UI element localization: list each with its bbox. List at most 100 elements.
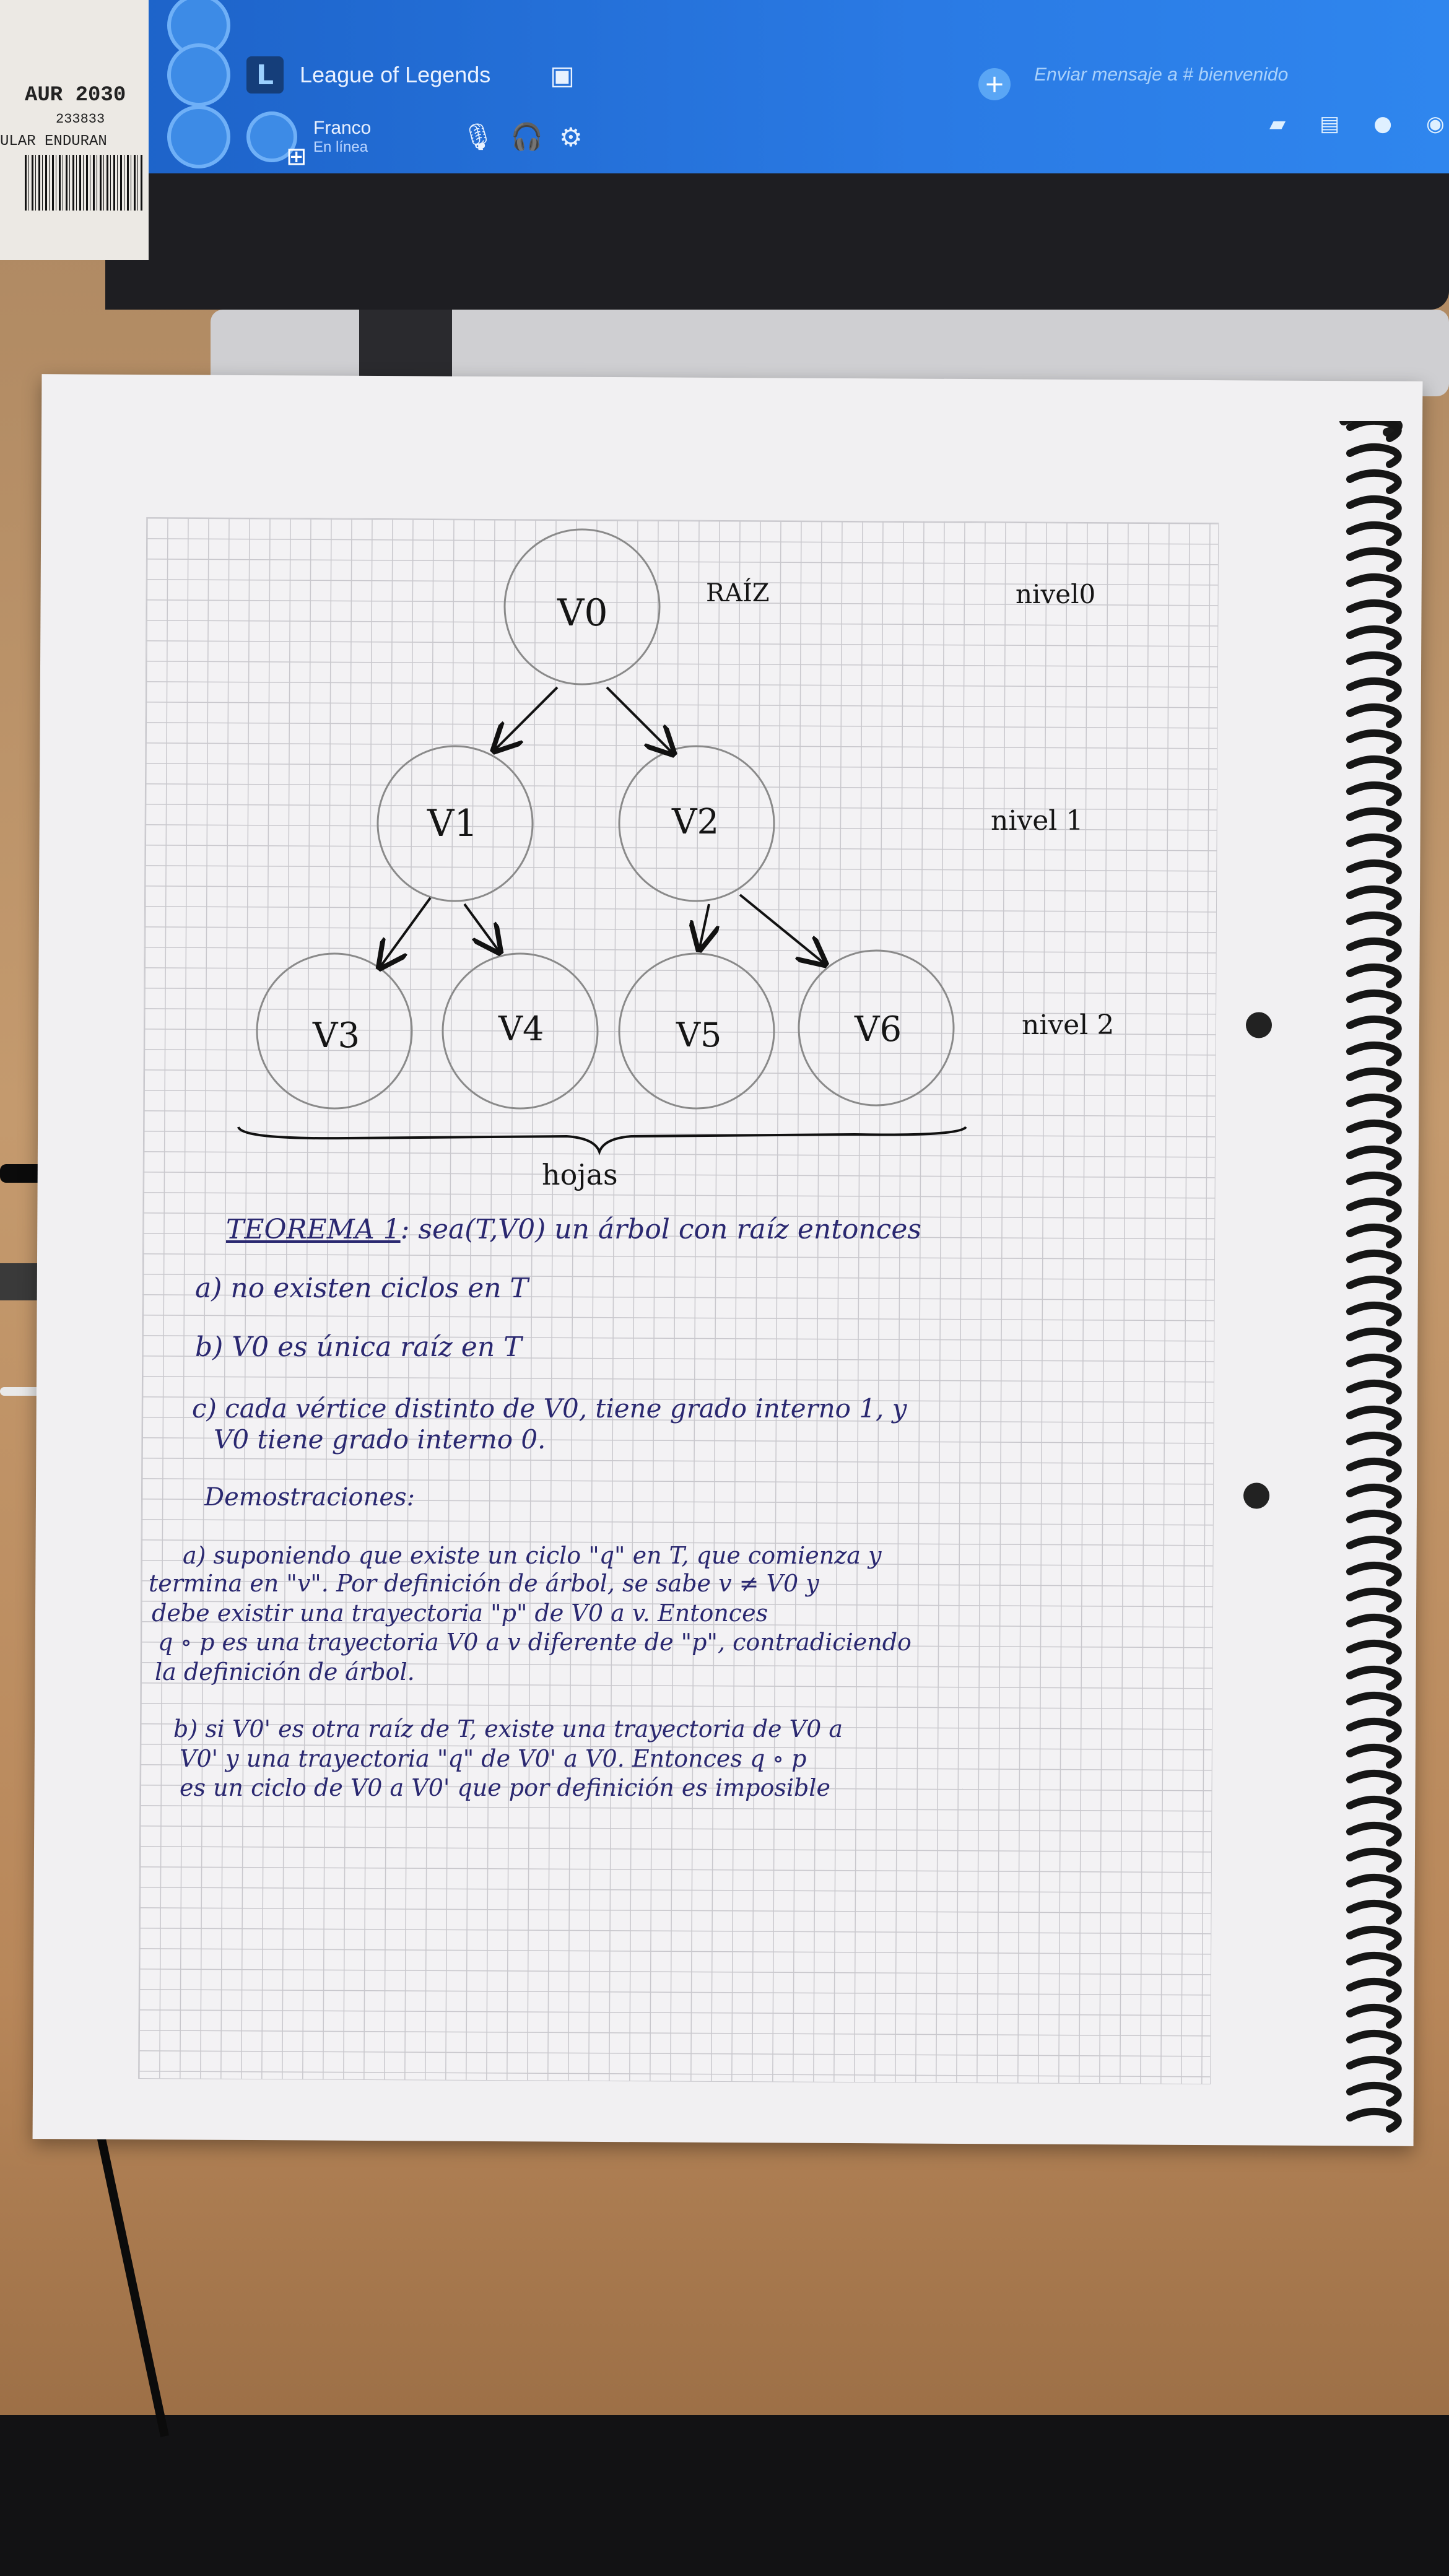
- theorem-intro: : sea(T,V0) un árbol con raíz entonces: [400, 1214, 921, 1245]
- spiral-coil: [1346, 1821, 1402, 1847]
- spiral-coil: [1346, 1717, 1402, 1743]
- node-circle-v6: [798, 949, 955, 1107]
- user-panel[interactable]: Franco En línea 🎙 🎧 ⚙: [167, 105, 583, 168]
- spiral-coil: [1346, 937, 1402, 962]
- edge-v2-v5: [700, 903, 709, 947]
- theorem-item-b: b) V0 es única raíz en T: [195, 1331, 522, 1363]
- spiral-coil: [1346, 1197, 1402, 1222]
- node-label-v5: V5: [676, 1016, 722, 1055]
- theorem-item-c-cont: V0 tiene grado interno 0.: [214, 1424, 546, 1455]
- node-label-v3: V3: [313, 1016, 360, 1056]
- proof-b-line-2: V0' y una trayectoria "q" de V0' a V0. E…: [180, 1745, 807, 1772]
- spiral-coil: [1346, 1327, 1402, 1352]
- edge-v0-v1: [495, 686, 559, 749]
- spiral-coil: [1346, 1535, 1402, 1560]
- node-circle-v4: [442, 952, 599, 1110]
- tray-icon-1[interactable]: ▰: [1269, 111, 1286, 136]
- taskbar-tray: ▰ ▤ ● ◉ ✦ ▦: [1269, 111, 1449, 136]
- spiral-coil: [1346, 2055, 1402, 2081]
- spiral-coil: [1346, 1405, 1402, 1430]
- node-circle-v0: [503, 528, 661, 685]
- tray-icon-2[interactable]: ▤: [1320, 111, 1340, 136]
- add-attachment-button[interactable]: +: [978, 68, 1011, 100]
- monitor-screen: L League of Legends ▣ Franco En línea 🎙 …: [130, 0, 1449, 173]
- spiral-coil: [1346, 1067, 1402, 1092]
- paper-receipt: AUR 2030 233833 ULAR ENDURAN: [0, 0, 149, 260]
- spiral-coil: [1346, 1691, 1402, 1717]
- spiral-coil: [1346, 521, 1402, 546]
- user-name: Franco: [313, 118, 372, 138]
- edge-v2-v6: [739, 894, 824, 963]
- spiral-coil: [1346, 1041, 1402, 1066]
- spiral-coil: [1346, 1223, 1402, 1248]
- spiral-coil: [1346, 833, 1402, 858]
- spiral-coil: [1346, 703, 1402, 728]
- monitor-icon[interactable]: ▣: [550, 59, 575, 90]
- user-avatar[interactable]: [246, 111, 297, 162]
- user-status: En línea: [313, 139, 368, 155]
- edge-v1-v3: [381, 897, 432, 966]
- usb-plug: [0, 1263, 37, 1300]
- spiral-coil: [1346, 781, 1402, 806]
- node-label-v0: V0: [557, 591, 608, 635]
- spiral-binding: [1339, 421, 1403, 2133]
- monitor-stand: [359, 310, 452, 378]
- node-circle-v2: [618, 745, 775, 902]
- level-2-label: nivel 2: [1022, 1009, 1115, 1041]
- spiral-coil: [1346, 2081, 1402, 2107]
- node-label-v6: V6: [855, 1009, 902, 1050]
- edge-v0-v2: [606, 686, 672, 752]
- spiral-coil: [1346, 1899, 1402, 1925]
- message-input[interactable]: Enviar mensaje a # bienvenido: [1034, 64, 1289, 85]
- server-avatar[interactable]: [167, 43, 230, 107]
- edge-v1-v4: [463, 903, 498, 951]
- headphones-icon[interactable]: 🎧: [510, 121, 543, 152]
- level-1-label: nivel 1: [991, 805, 1084, 837]
- spiral-coil: [1346, 1379, 1402, 1404]
- node-label-v4: V4: [498, 1009, 544, 1048]
- theorem-title: TEOREMA 1: [226, 1214, 401, 1245]
- windows-start-icon[interactable]: ⊞: [286, 142, 307, 171]
- spiral-coil: [1346, 1587, 1402, 1612]
- node-label-v2: V2: [672, 802, 720, 842]
- theorem-block: TEOREMA 1: sea(T,V0) un árbol con raíz e…: [226, 1214, 921, 1245]
- microphone-icon[interactable]: 🎙: [461, 121, 495, 152]
- spiral-coil: [1346, 1275, 1402, 1300]
- game-activity-row[interactable]: L League of Legends ▣: [167, 43, 575, 107]
- theorem-item-c: c) cada vértice distinto de V0, tiene gr…: [192, 1393, 907, 1424]
- proof-b-line-3: es un ciclo de V0 a V0' que por definici…: [180, 1774, 830, 1801]
- spiral-coil: [1346, 2029, 1402, 2055]
- game-name: League of Legends: [300, 62, 491, 87]
- spiral-coil: [1346, 807, 1402, 832]
- league-logo-icon: L: [246, 56, 284, 94]
- spiral-coil: [1346, 2107, 1402, 2133]
- spiral-coil: [1346, 547, 1402, 572]
- tray-icon-3[interactable]: ●: [1373, 111, 1392, 136]
- gear-icon[interactable]: ⚙: [559, 121, 583, 152]
- spiral-coil: [1346, 421, 1402, 442]
- receipt-line-2: 233833: [56, 111, 105, 127]
- leaves-brace: [237, 1126, 967, 1155]
- spiral-coil: [1346, 469, 1402, 494]
- spiral-coil: [1346, 1301, 1402, 1326]
- proof-b-line-1: b) si V0' es otra raíz de T, existe una …: [173, 1715, 843, 1743]
- spiral-coil: [1346, 1249, 1402, 1274]
- spiral-coil: [1346, 1665, 1402, 1690]
- spiral-coil: [1346, 755, 1402, 780]
- spiral-coil: [1346, 599, 1402, 624]
- spiral-coil: [1346, 1509, 1402, 1534]
- barcode: [25, 155, 142, 211]
- spiral-coil: [1346, 625, 1402, 650]
- spiral-coil: [1346, 1847, 1402, 1873]
- spiral-coil: [1346, 729, 1402, 754]
- spiral-coil: [1346, 651, 1402, 676]
- leaves-label: hojas: [542, 1158, 618, 1191]
- tray-icon-4[interactable]: ◉: [1425, 111, 1445, 136]
- server-avatar-2[interactable]: [167, 105, 230, 168]
- spiral-coil: [1346, 963, 1402, 988]
- spiral-coil: [1346, 1743, 1402, 1769]
- spiral-coil: [1346, 1015, 1402, 1040]
- spiral-coil: [1346, 1145, 1402, 1170]
- node-label-v1: V1: [427, 802, 478, 845]
